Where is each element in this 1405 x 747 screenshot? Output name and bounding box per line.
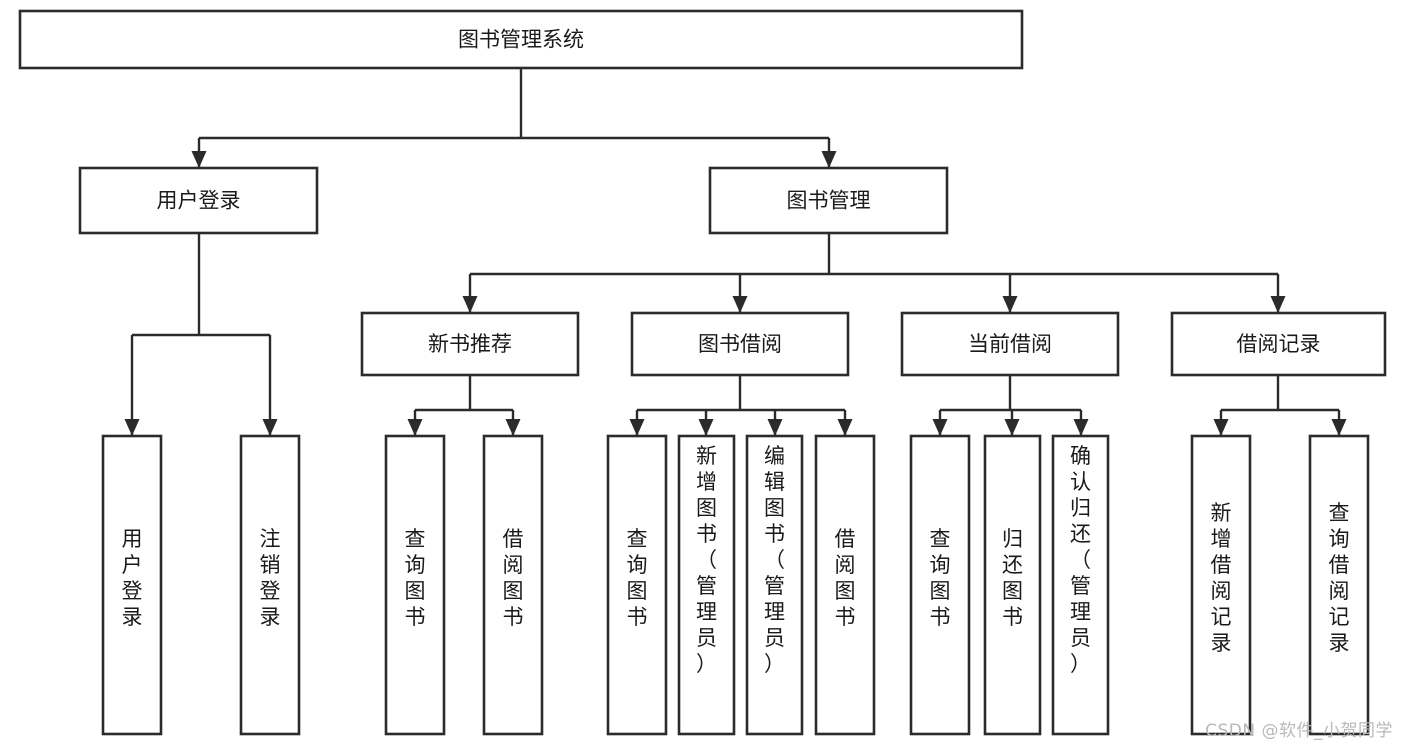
node-leaf-查询图书[interactable]: 查询图书: [909, 434, 971, 736]
arrow-head-icon: [462, 296, 478, 313]
node-label: 新书推荐: [428, 332, 512, 356]
node-box[interactable]: [18, 9, 1024, 70]
node-label: 当前借阅: [968, 332, 1052, 356]
arrow-head-icon: [191, 151, 207, 168]
arrow-head-icon: [1270, 296, 1286, 313]
arrow-head-icon: [1002, 296, 1018, 313]
node-l3-图书借阅[interactable]: 图书借阅: [630, 311, 850, 377]
node-leaf-借阅图书[interactable]: 借阅图书: [482, 434, 544, 736]
node-label: 查询图书: [405, 527, 426, 629]
arrow-head-icon: [124, 419, 140, 436]
node-label: 用户登录: [157, 189, 241, 213]
node-leaf-查询图书[interactable]: 查询图书: [606, 434, 668, 736]
arrow-head-icon: [1004, 419, 1020, 436]
arrow-head-icon: [732, 296, 748, 313]
node-label: 注销登录: [260, 527, 281, 629]
node-leaf-查询图书[interactable]: 查询图书: [384, 434, 446, 736]
node-label: 查询借阅记录: [1329, 501, 1350, 655]
node-leaf-查询借阅记录[interactable]: 查询借阅记录: [1308, 434, 1370, 736]
node-l3-借阅记录[interactable]: 借阅记录: [1170, 311, 1387, 377]
node-box[interactable]: [745, 434, 804, 736]
node-box[interactable]: [1051, 434, 1110, 736]
node-leaf-归还图书[interactable]: 归还图书: [983, 434, 1042, 736]
node-l3-新书推荐[interactable]: 新书推荐: [360, 311, 580, 377]
node-box[interactable]: [482, 434, 544, 736]
node-label: 用户登录: [122, 527, 143, 629]
arrow-head-icon: [262, 419, 278, 436]
node-box[interactable]: [708, 166, 949, 235]
node-label: 借阅记录: [1237, 332, 1321, 356]
node-leaf-用户登录[interactable]: 用户登录: [101, 434, 163, 736]
csdn-watermark: CSDN @软件_小贺同学: [1205, 721, 1393, 741]
node-leaf-借阅图书[interactable]: 借阅图书: [814, 434, 876, 736]
node-box[interactable]: [814, 434, 876, 736]
node-box[interactable]: [360, 311, 580, 377]
node-box[interactable]: [983, 434, 1042, 736]
arrow-head-icon: [1213, 419, 1229, 436]
node-leaf-注销登录[interactable]: 注销登录: [239, 434, 301, 736]
node-label: 查询图书: [930, 527, 951, 629]
node-box[interactable]: [101, 434, 163, 736]
node-label: 查询图书: [627, 527, 648, 629]
arrow-head-icon: [698, 419, 714, 436]
node-box[interactable]: [1170, 311, 1387, 377]
node-box[interactable]: [606, 434, 668, 736]
node-box[interactable]: [909, 434, 971, 736]
node-box[interactable]: [900, 311, 1120, 377]
node-label: 归还图书: [1002, 527, 1023, 629]
node-label: 图书管理系统: [458, 28, 584, 52]
node-label: 借阅图书: [503, 527, 524, 629]
node-box[interactable]: [677, 434, 736, 736]
node-label: 确认归还（管理员）: [1070, 444, 1091, 676]
arrow-head-icon: [1331, 419, 1347, 436]
arrow-head-icon: [837, 419, 853, 436]
node-label: 图书借阅: [698, 332, 782, 356]
node-box[interactable]: [239, 434, 301, 736]
node-box[interactable]: [630, 311, 850, 377]
node-leaf-新增借阅记录[interactable]: 新增借阅记录: [1190, 434, 1252, 736]
arrow-head-icon: [821, 151, 837, 168]
node-leaf-确认归还管理员[interactable]: 确认归还（管理员）: [1051, 434, 1110, 736]
arrow-head-icon: [505, 419, 521, 436]
node-label: 图书管理: [787, 189, 871, 213]
node-l3-当前借阅[interactable]: 当前借阅: [900, 311, 1120, 377]
node-box[interactable]: [1190, 434, 1252, 736]
connectors-layer: [124, 68, 1347, 436]
arrow-head-icon: [767, 419, 783, 436]
node-label: 借阅图书: [835, 527, 856, 629]
node-l2-用户登录[interactable]: 用户登录: [78, 166, 319, 235]
arrow-head-icon: [932, 419, 948, 436]
node-leaf-编辑图书管理员[interactable]: 编辑图书（管理员）: [745, 434, 804, 736]
node-label: 编辑图书（管理员）: [764, 444, 785, 676]
arrow-head-icon: [1073, 419, 1089, 436]
boxes-layer: 图书管理系统用户登录图书管理新书推荐图书借阅当前借阅借阅记录用户登录注销登录查询…: [18, 9, 1387, 736]
node-leaf-新增图书管理员[interactable]: 新增图书（管理员）: [677, 434, 736, 736]
node-box[interactable]: [1308, 434, 1370, 736]
node-label: 新增图书（管理员）: [696, 444, 717, 676]
node-box[interactable]: [78, 166, 319, 235]
node-l2-图书管理[interactable]: 图书管理: [708, 166, 949, 235]
node-label: 新增借阅记录: [1211, 501, 1232, 655]
node-root-图书管理系统[interactable]: 图书管理系统: [18, 9, 1024, 70]
arrow-head-icon: [407, 419, 423, 436]
arrow-head-icon: [629, 419, 645, 436]
node-box[interactable]: [384, 434, 446, 736]
